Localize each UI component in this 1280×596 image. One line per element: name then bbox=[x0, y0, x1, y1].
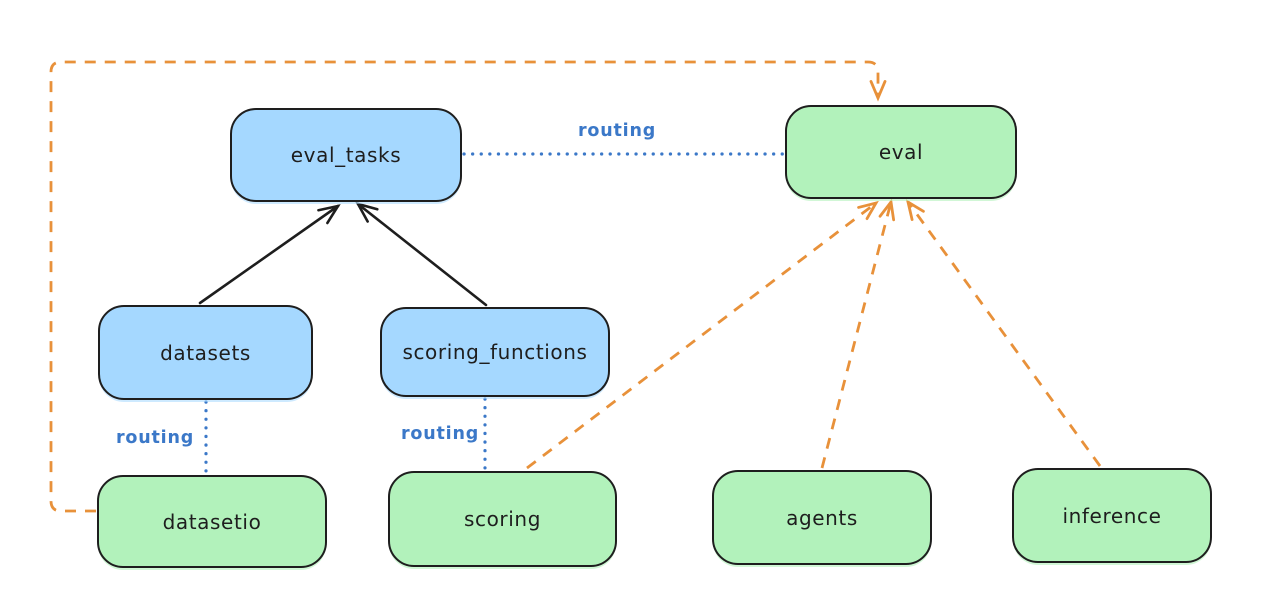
edge-label-routing-scoring-functions-scoring: routing bbox=[400, 424, 480, 444]
node-scoring: scoring bbox=[388, 471, 617, 567]
edge-datasetio-to-eval-arrowhead bbox=[869, 80, 887, 102]
edge-inference-to-eval-arrowhead bbox=[905, 199, 925, 221]
edge-agents-to-eval-arrowhead bbox=[878, 198, 896, 222]
edge-datasets-to-eval_tasks bbox=[198, 204, 340, 305]
node-eval-tasks: eval_tasks bbox=[230, 108, 462, 202]
edge-scoring_functions-to-eval_tasks-arrowhead bbox=[355, 201, 379, 223]
node-scoring-functions: scoring_functions bbox=[380, 307, 610, 397]
edge-inference-to-eval bbox=[906, 201, 1102, 467]
node-label-inference: inference bbox=[1062, 503, 1162, 528]
node-datasets: datasets bbox=[98, 305, 313, 400]
edge-datasets-to-eval_tasks-arrowhead bbox=[317, 204, 341, 225]
edge-label-routing-eval-tasks-eval: routing bbox=[577, 121, 657, 141]
node-label-datasetio: datasetio bbox=[162, 509, 262, 534]
edge-datasetio-to-eval bbox=[49, 60, 880, 513]
node-label-scoring-functions: scoring_functions bbox=[402, 340, 588, 364]
edge-scoring_functions-to-eval_tasks bbox=[356, 202, 488, 307]
edge-agents-to-eval bbox=[820, 201, 893, 469]
node-label-eval: eval bbox=[878, 140, 924, 164]
node-eval: eval bbox=[785, 105, 1017, 199]
edge-label-routing-datasets-datasetio: routing bbox=[115, 428, 195, 448]
node-agents: agents bbox=[712, 470, 932, 565]
node-datasetio: datasetio bbox=[97, 475, 327, 568]
edge-scoring-to-eval bbox=[526, 201, 877, 470]
node-inference: inference bbox=[1012, 468, 1212, 563]
node-label-agents: agents bbox=[786, 505, 858, 530]
edge-scoring-to-eval-arrowhead bbox=[857, 200, 879, 221]
node-label-eval-tasks: eval_tasks bbox=[290, 143, 402, 167]
node-label-datasets: datasets bbox=[160, 340, 251, 365]
node-label-scoring: scoring bbox=[463, 507, 541, 531]
